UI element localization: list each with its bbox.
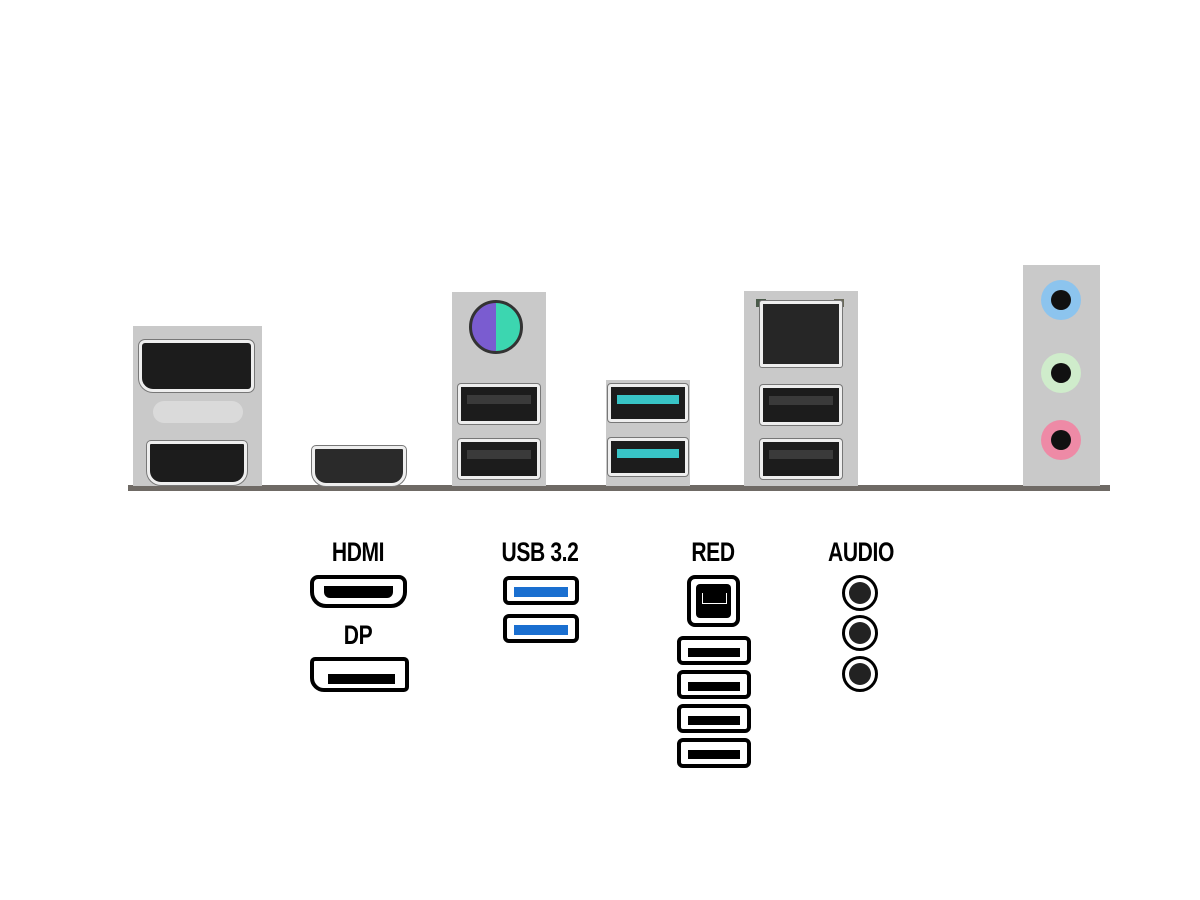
usb-icon: [677, 704, 751, 733]
usb-port: [760, 385, 842, 425]
usb3-port: [608, 384, 688, 422]
hdmi-icon: [310, 575, 407, 608]
hdmi-label: HDMI: [331, 537, 385, 567]
usb3-icon: [503, 576, 579, 605]
displayport-port: [139, 340, 254, 392]
usb2-port: [458, 439, 540, 479]
usb2-port: [458, 384, 540, 424]
audio-block: [1023, 265, 1100, 486]
displayport-icon: [310, 657, 409, 692]
ethernet-icon: [687, 575, 740, 627]
usb3-icon: [503, 614, 579, 643]
ps2-port: [469, 300, 523, 354]
usb-icon: [677, 670, 751, 699]
usb-port: [760, 439, 842, 479]
usb3-block: [606, 380, 690, 486]
audio-jack-line-in: [1041, 280, 1081, 320]
audio-jack-mic: [1041, 420, 1081, 460]
plate-cutout: [153, 401, 243, 423]
ps2-usb-block: [452, 292, 546, 486]
audio-label: AUDIO: [828, 537, 894, 567]
lan-usb-block: [744, 291, 858, 486]
rj45-port: [760, 301, 842, 367]
hdmi-port: [147, 441, 247, 485]
usb-icon: [677, 738, 751, 768]
usb-icon: [677, 636, 751, 665]
audio-jack-icon: [842, 656, 878, 692]
io-baseplate: [128, 485, 1110, 491]
audio-jack-line-out: [1041, 353, 1081, 393]
hdmi-port-2: [312, 446, 406, 486]
usb3-port: [608, 438, 688, 476]
lan-label: RED: [691, 537, 735, 567]
audio-jack-icon: [842, 575, 878, 611]
audio-jack-icon: [842, 615, 878, 651]
dp-label: DP: [343, 620, 373, 650]
video-port-block: [133, 326, 262, 486]
usb32-label: USB 3.2: [501, 537, 579, 567]
